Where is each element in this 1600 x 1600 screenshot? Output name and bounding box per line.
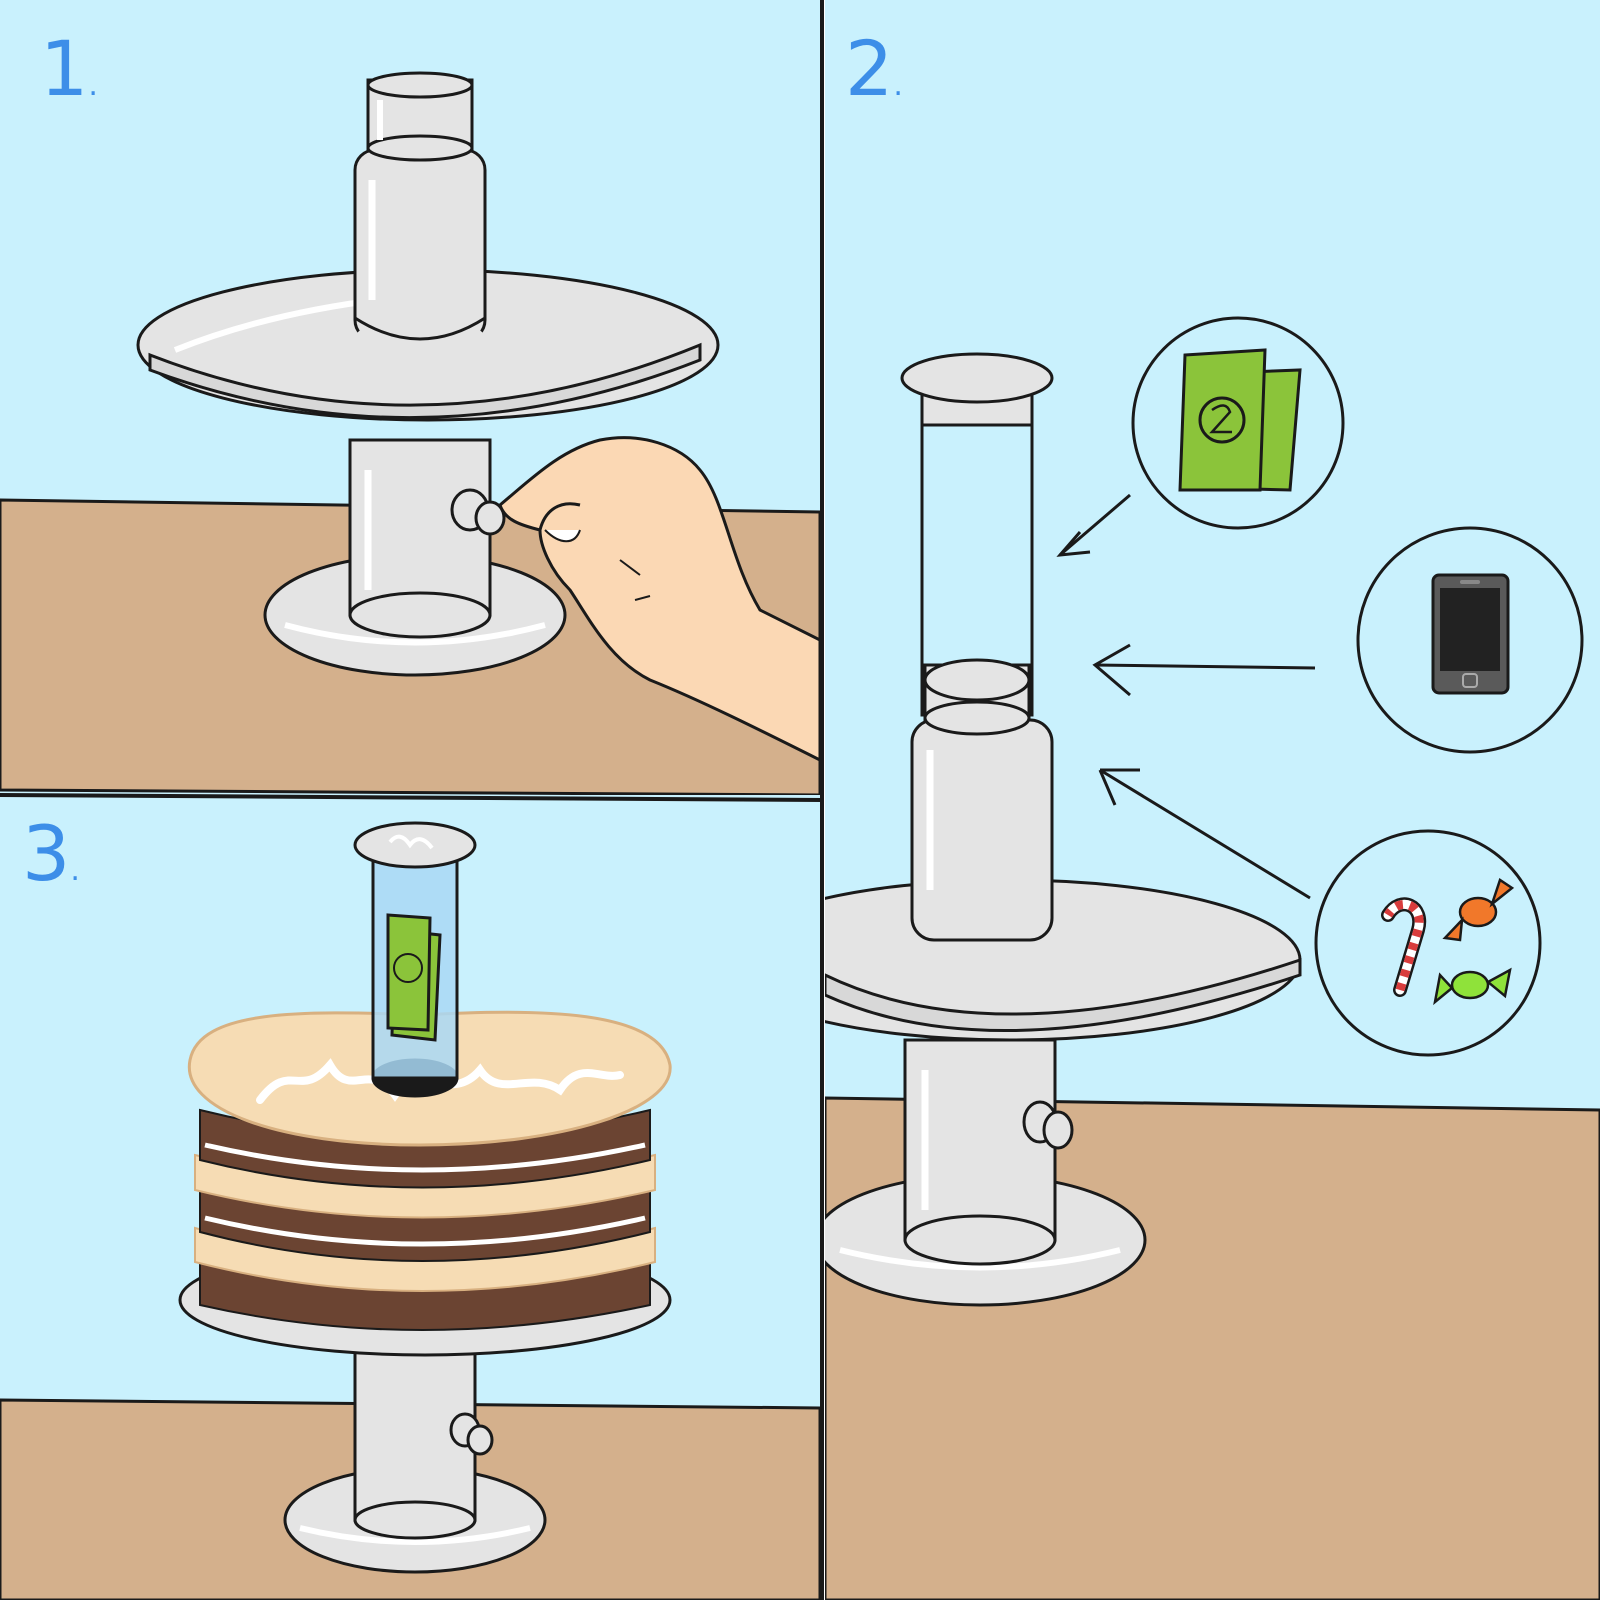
panel-2: 2. [825,0,1600,1600]
panel-2-cake-stand [825,352,1302,1307]
panel-1: 1. [0,0,820,795]
step-1-label: 1. [40,24,98,113]
money-tube [353,821,477,1098]
phone-icon [1431,573,1510,695]
phone-bubble [1356,526,1584,754]
panel-1-cake-stand [136,71,720,677]
money-icon [1178,348,1302,492]
step-3-label: 3. [22,809,80,898]
arrow-candy [1099,768,1311,900]
arrow-money [1059,493,1131,557]
panel-3: 3. [0,795,820,1600]
candy-icon [1442,878,1515,942]
arrow-phone-head [1092,643,1131,697]
arrow-phone [1094,663,1316,670]
horizontal-divider [0,793,823,802]
arrow-candy-head [1098,768,1140,806]
arrows [1056,493,1316,900]
wrapped-candy-icon [1433,967,1512,1006]
panel-dividers [0,0,824,1600]
candy-bubble [1314,829,1542,1057]
step-2-label: 2. [845,24,903,113]
arrow-money-head [1056,531,1091,557]
candy-cane-icon [1381,897,1427,997]
hand-pressing-button [498,436,820,762]
money-bubble [1131,316,1345,530]
